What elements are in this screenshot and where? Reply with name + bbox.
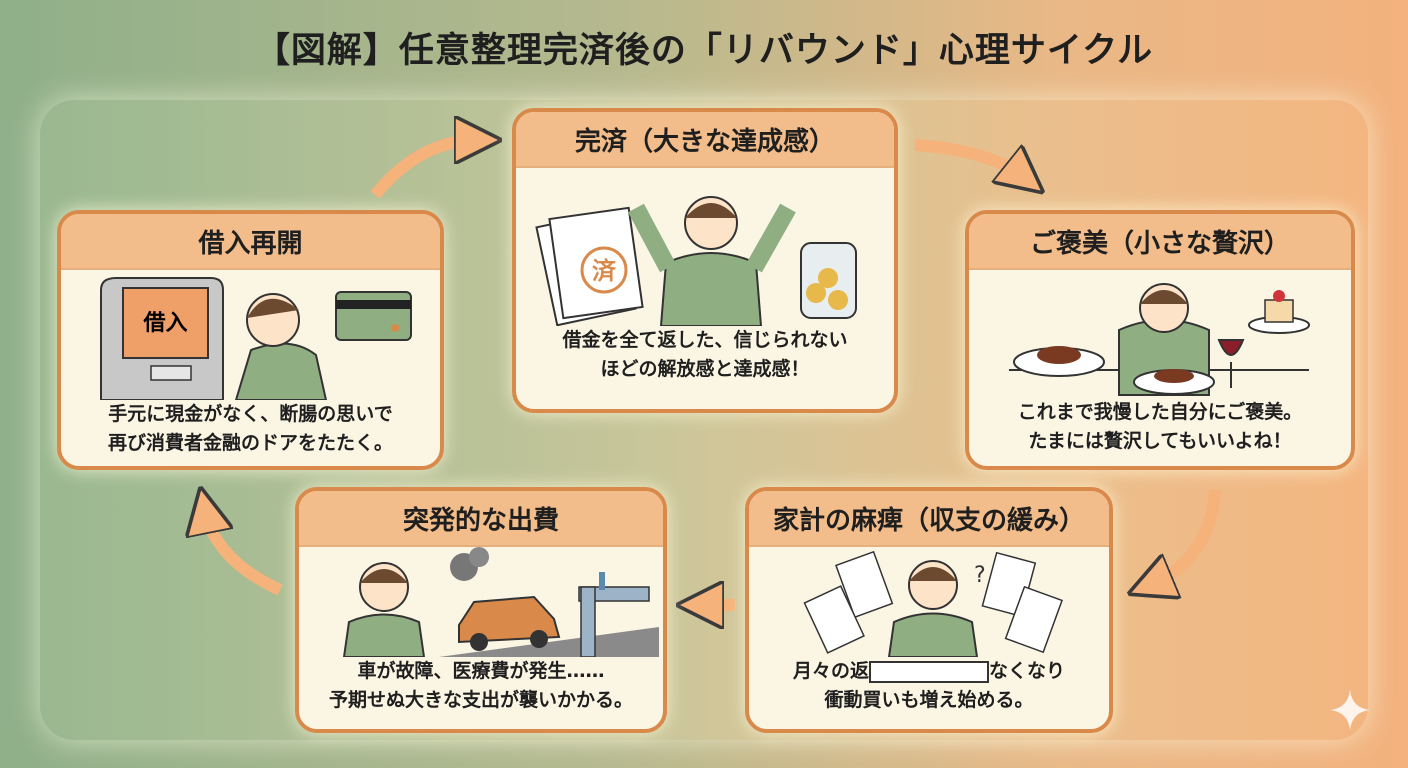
card-text-line: 月々の返 <box>792 660 869 682</box>
illustration-atm: 借入 <box>61 270 440 400</box>
card-text-line: 再び消費者金融のドアをたたく。 <box>107 432 393 454</box>
stamp-text: 済 <box>592 257 617 285</box>
card-sudden-expense: 突発的な出費 車が故障、医療費が発生…… 予期せぬ大きな支出が襲いかかる。 <box>295 487 667 733</box>
card-text-line: 車が故障、医療費が発生…… <box>357 660 605 682</box>
document-icon <box>535 206 644 327</box>
card-text-line: たまには贅沢してもいいよね！ <box>1028 430 1292 452</box>
arrow-reward-to-numb <box>1150 489 1221 585</box>
book-icon <box>869 660 989 683</box>
card-text-line: 衝動買いも増え始める。 <box>824 689 1034 711</box>
card-heading: 家計の麻痺（収支の緩み） <box>749 491 1109 547</box>
illustration-trouble <box>299 547 663 658</box>
card-text-line: 借金を全て返した、信じられない <box>562 329 848 351</box>
card-text-line: 手元に現金がなく、断腸の思いで <box>108 403 393 425</box>
arrow-complete-to-reward <box>914 139 1025 178</box>
card-reborrow: 借入再開 借入 手元に現金がなく、断腸の思いで再び消費者金融のドアをたたく。 <box>57 210 444 470</box>
card-reward: ご褒美（小さな贅沢） これまで我慢した自分にご褒美。たまには贅沢してもいいよね！ <box>965 210 1355 470</box>
card-text-line: ほどの解放感と達成感！ <box>600 358 810 380</box>
illustration-receipts: ? <box>749 547 1109 658</box>
credit-card-icon <box>335 291 412 341</box>
arrow-sudden-to-reborrow <box>205 510 283 596</box>
atm-screen-label: 借入 <box>143 311 188 336</box>
card-heading: 借入再開 <box>61 214 440 270</box>
card-household-numb: 家計の麻痺（収支の緩み） ? 月々の返 なくなり衝動買いも増え始める。 <box>745 487 1113 733</box>
card-text-line: 予期せぬ大きな支出が襲いかかる。 <box>328 689 633 711</box>
card-complete: 完済（大きな達成感） 済 借金を全て返した、信じられないほどの解放感と達成感！ <box>512 108 898 413</box>
coin-jar-icon <box>800 242 857 319</box>
card-heading: 突発的な出費 <box>299 491 663 547</box>
card-text-line: なくなり <box>989 660 1066 682</box>
card-heading: 完済（大きな達成感） <box>516 112 894 168</box>
card-text-line: これまで我慢した自分にご褒美。 <box>1017 401 1303 423</box>
sparkle-icon <box>1330 690 1370 730</box>
illustration-celebration: 済 <box>516 168 894 327</box>
card-heading: ご褒美（小さな贅沢） <box>969 214 1351 270</box>
page-title: 【図解】任意整理完済後の「リバウンド」心理サイクル <box>254 31 1154 71</box>
svg-text:?: ? <box>974 563 986 588</box>
arrow-reborrow-to-complete <box>370 140 478 199</box>
person-cheering <box>628 196 796 327</box>
illustration-dinner <box>969 270 1351 398</box>
